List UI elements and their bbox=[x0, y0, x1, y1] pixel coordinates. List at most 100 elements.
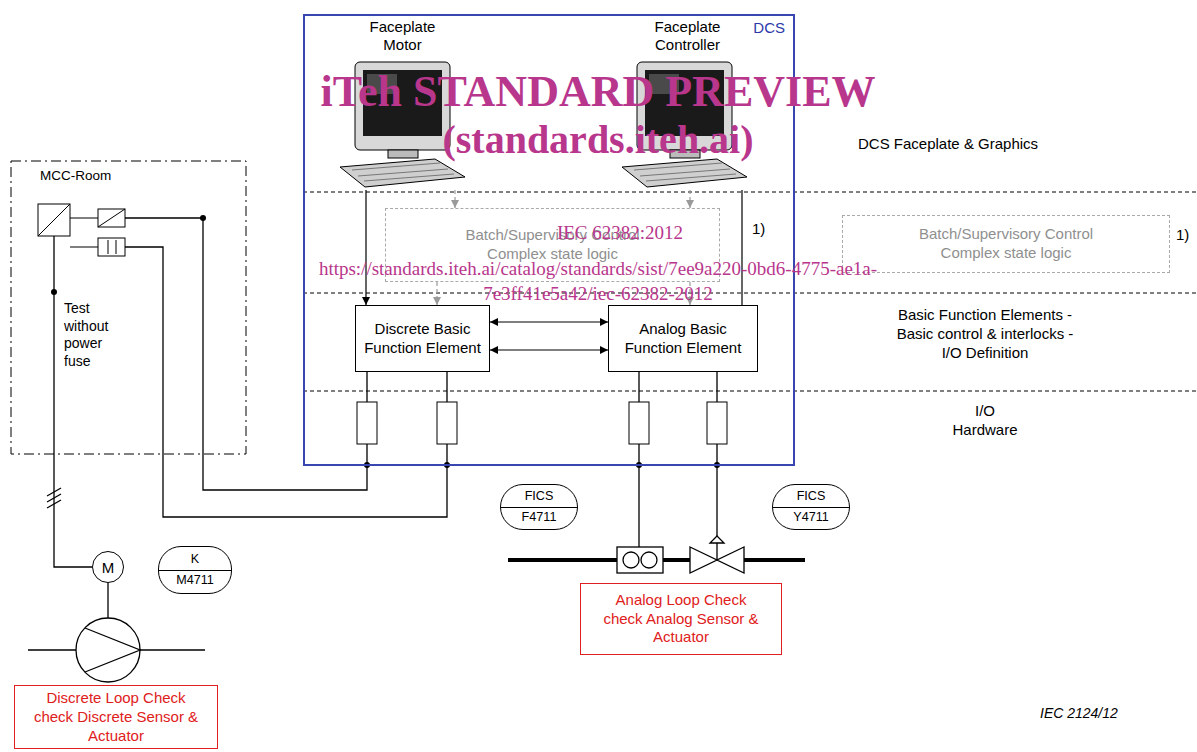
arrow-head bbox=[600, 318, 608, 326]
three-phase-mark bbox=[47, 500, 61, 508]
io-module bbox=[437, 402, 457, 444]
valve-stem bbox=[716, 543, 717, 560]
arrow-head bbox=[686, 200, 694, 208]
power-wire bbox=[70, 218, 98, 219]
function-element: Analog Basic Function Element bbox=[608, 305, 758, 372]
frequency-converter bbox=[38, 204, 70, 236]
signal-wire bbox=[446, 372, 447, 465]
arrow-head bbox=[362, 297, 370, 305]
signal-wire bbox=[638, 372, 639, 547]
mcc-boundary bbox=[10, 160, 247, 455]
arrow-head bbox=[490, 346, 498, 354]
layer-divider bbox=[303, 192, 1197, 193]
mcc-room: MCC-Room bbox=[10, 160, 247, 455]
dashed-connector bbox=[451, 190, 459, 208]
control-valve bbox=[690, 536, 744, 573]
layer-label: DCS Faceplate & Graphics bbox=[858, 135, 1118, 154]
supervisory-box-text: Batch/Supervisory Control Complex state … bbox=[901, 225, 1111, 263]
loop-check-note-text: check Analog Sensor & Actuator bbox=[587, 610, 775, 648]
dashed-connector bbox=[686, 190, 694, 208]
process-pipe bbox=[140, 649, 205, 650]
io-module bbox=[357, 402, 727, 444]
io-module bbox=[707, 402, 727, 444]
flow-meter bbox=[623, 552, 639, 568]
footnote-ref: 1) bbox=[752, 220, 772, 239]
flow-meter bbox=[641, 552, 657, 568]
watermark: https://standards.iteh.ai/catalog/standa… bbox=[98, 258, 1098, 280]
instrument-tag-text: M4711 bbox=[159, 570, 231, 588]
power-wire bbox=[70, 247, 98, 248]
control-valve bbox=[717, 547, 744, 573]
mcc-boundary bbox=[11, 161, 246, 454]
connector-line bbox=[741, 190, 742, 305]
mcc-switchgear bbox=[38, 204, 125, 256]
signal-wire bbox=[125, 247, 447, 517]
layer-label: Basic Function Elements - Basic control … bbox=[885, 306, 1085, 362]
watermark: 7e3ff41e5a42/iec-62382-2012 bbox=[398, 283, 798, 305]
arrow-head bbox=[600, 346, 608, 354]
arrow-head bbox=[451, 200, 459, 208]
motor-shaft bbox=[107, 583, 108, 618]
layer-divider bbox=[303, 391, 1197, 392]
connector-line bbox=[365, 190, 366, 305]
faceplate-station-text: Faceplate Motor bbox=[360, 18, 446, 54]
figure-caption: IEC 2124/12 bbox=[1040, 705, 1118, 721]
footnote-ref: 1) bbox=[1176, 226, 1194, 245]
connector-line bbox=[490, 321, 608, 322]
dashed-connector bbox=[433, 282, 441, 305]
instrument-tag: FICSY4711 bbox=[772, 484, 850, 530]
connector bbox=[742, 190, 743, 305]
io-module bbox=[357, 402, 377, 444]
loop-check-note-text: check Discrete Sensor & Actuator bbox=[21, 708, 211, 746]
flow-meter bbox=[617, 547, 663, 573]
instrument-tag-text: F4711 bbox=[501, 507, 577, 525]
instrument-tag-text: Y4711 bbox=[773, 507, 849, 525]
motor-symbol: M bbox=[92, 551, 124, 583]
layer-divider bbox=[303, 192, 1197, 391]
instrument-tag: FICSF4711 bbox=[500, 484, 578, 530]
power-cable bbox=[54, 236, 92, 567]
process-pipe bbox=[28, 649, 76, 650]
function-element: Discrete Basic Function Element bbox=[355, 305, 490, 372]
instrument-tag: KM4711 bbox=[158, 546, 232, 594]
function-element-text: Analog Basic Function Element bbox=[613, 320, 753, 358]
valve-actuator bbox=[710, 536, 724, 543]
flow-meter bbox=[617, 547, 663, 573]
loop-check-note-text: Discrete Loop Check bbox=[46, 689, 185, 708]
note-label: Test without power fuse bbox=[64, 300, 126, 370]
layer-label: I/O Hardware bbox=[945, 402, 1025, 440]
signal-wire bbox=[716, 372, 717, 537]
io-module bbox=[629, 402, 649, 444]
connector bbox=[490, 346, 608, 354]
pump-symbol bbox=[85, 628, 140, 672]
arrow-head bbox=[433, 297, 441, 305]
connector-line bbox=[490, 349, 608, 350]
connector bbox=[362, 190, 370, 305]
instrument-tag-text: FICS bbox=[773, 489, 849, 506]
supervisory-box: Batch/Supervisory Control Complex state … bbox=[842, 215, 1170, 273]
loop-check-note: Analog Loop Checkcheck Analog Sensor & A… bbox=[580, 583, 782, 655]
pump-symbol bbox=[76, 618, 140, 682]
power-cable bbox=[47, 236, 92, 567]
control-valve bbox=[690, 547, 717, 573]
contactor-contact bbox=[116, 240, 117, 254]
instrument-tag-text: FICS bbox=[501, 489, 577, 506]
relay-coil bbox=[98, 209, 125, 227]
signal-wire bbox=[366, 372, 367, 465]
arrow-head bbox=[490, 318, 498, 326]
mcc-room-text: MCC-Room bbox=[10, 160, 247, 183]
junction-dot bbox=[200, 215, 206, 221]
watermark: IEC 62382:2012 bbox=[520, 222, 720, 244]
relay-coil bbox=[98, 209, 125, 227]
frequency-converter bbox=[38, 204, 70, 236]
instrument-tag-text: K bbox=[159, 552, 231, 569]
contactor-contact bbox=[108, 240, 109, 254]
loop-check-note: Discrete Loop Checkcheck Discrete Sensor… bbox=[14, 685, 218, 749]
faceplate-station-text: Faceplate Controller bbox=[645, 18, 731, 54]
contactor-contact bbox=[98, 238, 125, 256]
pump-symbol bbox=[28, 583, 205, 682]
function-element-text: Discrete Basic Function Element bbox=[360, 320, 485, 358]
watermark: iTeh STANDARD PREVIEW bbox=[198, 66, 998, 117]
loop-check-note-text: Analog Loop Check bbox=[616, 591, 747, 610]
